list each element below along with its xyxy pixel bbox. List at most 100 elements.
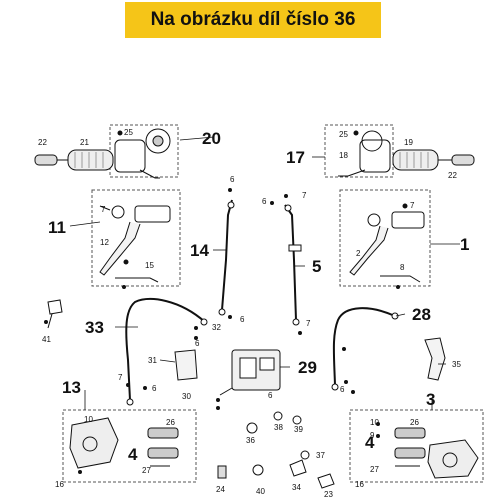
sensor-parts bbox=[217, 411, 335, 489]
left-master-cylinder bbox=[134, 205, 171, 223]
callout-23: 23 bbox=[324, 490, 333, 499]
left-brake-switch-wire bbox=[115, 277, 159, 283]
hose-14-banjo-bottom bbox=[218, 308, 226, 316]
left-pad-26 bbox=[147, 427, 179, 439]
small-callouts: 22 21 25 25 18 19 22 6 7 6 7 7 12 2 15 8… bbox=[38, 128, 461, 499]
callout-27-right: 27 bbox=[370, 465, 379, 474]
callout-31: 31 bbox=[148, 356, 157, 365]
callout-12: 12 bbox=[100, 238, 109, 247]
throttle-grip-texture bbox=[399, 152, 429, 168]
callout-25-left: 25 bbox=[124, 128, 133, 137]
callout-7-hose5: 7 bbox=[302, 191, 307, 200]
hose-14-banjo-top bbox=[227, 201, 235, 209]
hose-5-line bbox=[284, 204, 297, 321]
callout-30: 30 bbox=[182, 392, 191, 401]
callout-16-right: 16 bbox=[355, 480, 364, 489]
left-grip bbox=[67, 149, 114, 171]
right-lever-assembly bbox=[349, 203, 425, 283]
callout-28: 28 bbox=[412, 305, 431, 324]
callout-11: 11 bbox=[48, 218, 66, 237]
abs-motor bbox=[239, 357, 257, 379]
callout-6-hose33: 6 bbox=[152, 384, 157, 393]
callout-37: 37 bbox=[316, 451, 325, 460]
callout-3: 3 bbox=[426, 390, 435, 409]
brake-hose-5 bbox=[284, 204, 302, 326]
switch-18-front bbox=[361, 130, 383, 152]
callout-18: 18 bbox=[339, 151, 348, 160]
screw-25-right bbox=[353, 130, 359, 136]
right-caliper-body bbox=[427, 439, 479, 479]
hose-5-banjo-top bbox=[284, 204, 292, 212]
fastener-markers bbox=[44, 188, 400, 474]
callout-20: 20 bbox=[202, 129, 221, 148]
callout-6-hose14-bottom: 6 bbox=[240, 315, 245, 324]
brake-hose-14 bbox=[218, 199, 235, 316]
callout-16-left: 16 bbox=[55, 480, 64, 489]
callout-15: 15 bbox=[145, 261, 154, 270]
group-boxes bbox=[62, 124, 484, 483]
callout-22-left: 22 bbox=[38, 138, 47, 147]
group-box-11 bbox=[91, 189, 181, 287]
left-lever-clamp bbox=[99, 205, 111, 211]
switch-20-knob bbox=[152, 135, 164, 147]
bracket-31 bbox=[174, 349, 198, 381]
left-grip-assembly bbox=[34, 128, 171, 179]
callout-10-left: 10 bbox=[84, 415, 93, 424]
callout-9: 9 bbox=[370, 431, 375, 440]
callout-29: 29 bbox=[298, 358, 317, 377]
callout-36: 36 bbox=[246, 436, 255, 445]
brake-hose-28 bbox=[331, 307, 399, 391]
left-switch-wire bbox=[139, 169, 160, 179]
right-pad-4 bbox=[394, 447, 426, 459]
switch-20-front bbox=[145, 128, 171, 154]
screw-25-left bbox=[117, 130, 123, 136]
callout-4-right: 4 bbox=[365, 433, 375, 452]
sensor-34 bbox=[289, 459, 307, 477]
left-switch-housing bbox=[114, 139, 146, 173]
left-brake-lever bbox=[99, 221, 141, 276]
abs-connector bbox=[259, 357, 275, 371]
part-number-banner: Na obrázku díl číslo 36 bbox=[125, 2, 381, 38]
right-lever-pivot bbox=[367, 213, 381, 227]
right-grip-assembly bbox=[338, 130, 475, 177]
group-box-3 bbox=[349, 409, 484, 483]
left-caliper-piston bbox=[82, 436, 98, 452]
left-lever-pivot bbox=[111, 205, 125, 219]
callout-10-right: 10 bbox=[370, 418, 379, 427]
screw-7-right-mc bbox=[402, 203, 408, 209]
callout-32: 32 bbox=[212, 323, 221, 332]
callout-26-right: 26 bbox=[410, 418, 419, 427]
callout-26-left: 26 bbox=[166, 418, 175, 427]
callout-34: 34 bbox=[292, 483, 301, 492]
left-lever-bolt bbox=[123, 259, 129, 265]
right-brake-lever bbox=[349, 225, 389, 276]
callout-38: 38 bbox=[274, 423, 283, 432]
callout-2: 2 bbox=[356, 249, 361, 258]
right-master-cylinder bbox=[391, 211, 425, 229]
right-switch-wire bbox=[338, 169, 366, 177]
hose-28-line bbox=[332, 307, 396, 386]
sensor-40 bbox=[252, 464, 264, 476]
part-23 bbox=[317, 473, 335, 489]
callout-6-sensor: 6 bbox=[268, 391, 273, 400]
callout-33: 33 bbox=[85, 318, 104, 337]
callout-6-hose28: 6 bbox=[340, 385, 345, 394]
callout-7-hose5-bottom: 7 bbox=[306, 319, 311, 328]
callout-14: 14 bbox=[190, 241, 209, 260]
hose-28-end-bottom bbox=[331, 383, 339, 391]
callout-17: 17 bbox=[286, 148, 305, 167]
hose-5-clip bbox=[288, 244, 302, 252]
callout-4-left: 4 bbox=[128, 445, 138, 464]
right-pad-26 bbox=[394, 427, 426, 439]
callout-1: 1 bbox=[460, 235, 469, 254]
abs-mount-line bbox=[219, 387, 233, 396]
ring-38 bbox=[273, 411, 283, 421]
callout-7-right-lever: 7 bbox=[410, 201, 415, 210]
left-caliper-body bbox=[69, 417, 119, 469]
bracket-35 bbox=[424, 337, 446, 381]
hose-28-end-top bbox=[391, 312, 399, 320]
callout-8: 8 bbox=[400, 263, 405, 272]
large-callouts: 20 17 11 1 14 5 33 28 29 13 3 4 4 bbox=[48, 129, 469, 464]
callout-5: 5 bbox=[312, 257, 321, 276]
